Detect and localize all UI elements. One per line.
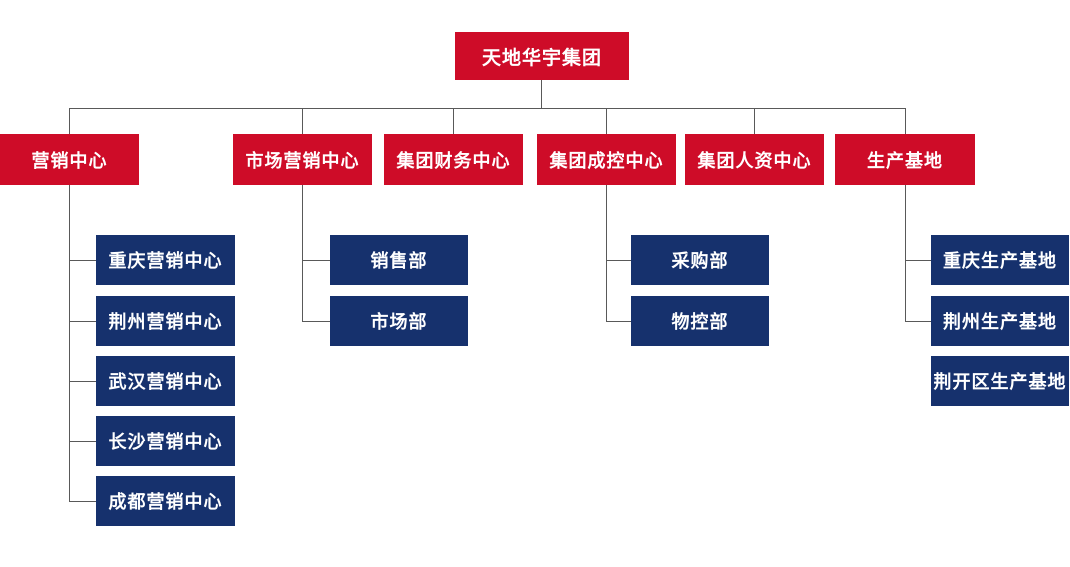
- org-node-market-marketing-center: 市场营销中心: [233, 134, 372, 185]
- org-node-jingkaiqu-production-base: 荆开区生产基地: [931, 356, 1069, 406]
- org-node-chongqing-production-base: 重庆生产基地: [931, 235, 1069, 285]
- connector-trunk-group-cost-control-center: [606, 185, 607, 321]
- org-node-sales-dept: 销售部: [330, 235, 468, 285]
- org-node-wuhan-marketing: 武汉营销中心: [96, 356, 235, 406]
- org-node-chengdu-marketing: 成都营销中心: [96, 476, 235, 526]
- org-node-jingzhou-marketing: 荆州营销中心: [96, 296, 235, 346]
- connector-drop-production-base: [905, 108, 906, 134]
- connector-stub-material-control-dept: [606, 321, 631, 322]
- connector-drop-group-hr-center: [754, 108, 755, 134]
- connector-stub-chengdu-marketing: [69, 501, 96, 502]
- connector-stub-chongqing-production-base: [905, 260, 931, 261]
- connector-stub-wuhan-marketing: [69, 381, 96, 382]
- org-node-production-base: 生产基地: [835, 134, 975, 185]
- connector-drop-group-cost-control-center: [606, 108, 607, 134]
- org-node-group-finance-center: 集团财务中心: [384, 134, 523, 185]
- connector-stub-market-dept: [302, 321, 330, 322]
- org-node-material-control-dept: 物控部: [631, 296, 769, 346]
- connector-top-horizontal: [69, 108, 906, 109]
- connector-stub-changsha-marketing: [69, 441, 96, 442]
- connector-root-drop: [541, 80, 542, 108]
- connector-stub-jingzhou-marketing: [69, 321, 96, 322]
- connector-stub-sales-dept: [302, 260, 330, 261]
- connector-drop-market-marketing-center: [302, 108, 303, 134]
- org-node-market-dept: 市场部: [330, 296, 468, 346]
- connector-trunk-marketing-center: [69, 185, 70, 501]
- org-node-marketing-center: 营销中心: [0, 134, 139, 185]
- org-node-root: 天地华宇集团: [455, 32, 629, 80]
- connector-stub-chongqing-marketing: [69, 260, 96, 261]
- connector-stub-purchasing-dept: [606, 260, 631, 261]
- org-node-purchasing-dept: 采购部: [631, 235, 769, 285]
- connector-drop-group-finance-center: [453, 108, 454, 134]
- org-node-changsha-marketing: 长沙营销中心: [96, 416, 235, 466]
- connector-trunk-production-base: [905, 185, 906, 321]
- org-node-group-cost-control-center: 集团成控中心: [537, 134, 676, 185]
- connector-trunk-market-marketing-center: [302, 185, 303, 321]
- org-node-jingzhou-production-base: 荆州生产基地: [931, 296, 1069, 346]
- connector-drop-marketing-center: [69, 108, 70, 134]
- org-node-chongqing-marketing: 重庆营销中心: [96, 235, 235, 285]
- org-node-group-hr-center: 集团人资中心: [685, 134, 824, 185]
- connector-stub-jingzhou-production-base: [905, 321, 931, 322]
